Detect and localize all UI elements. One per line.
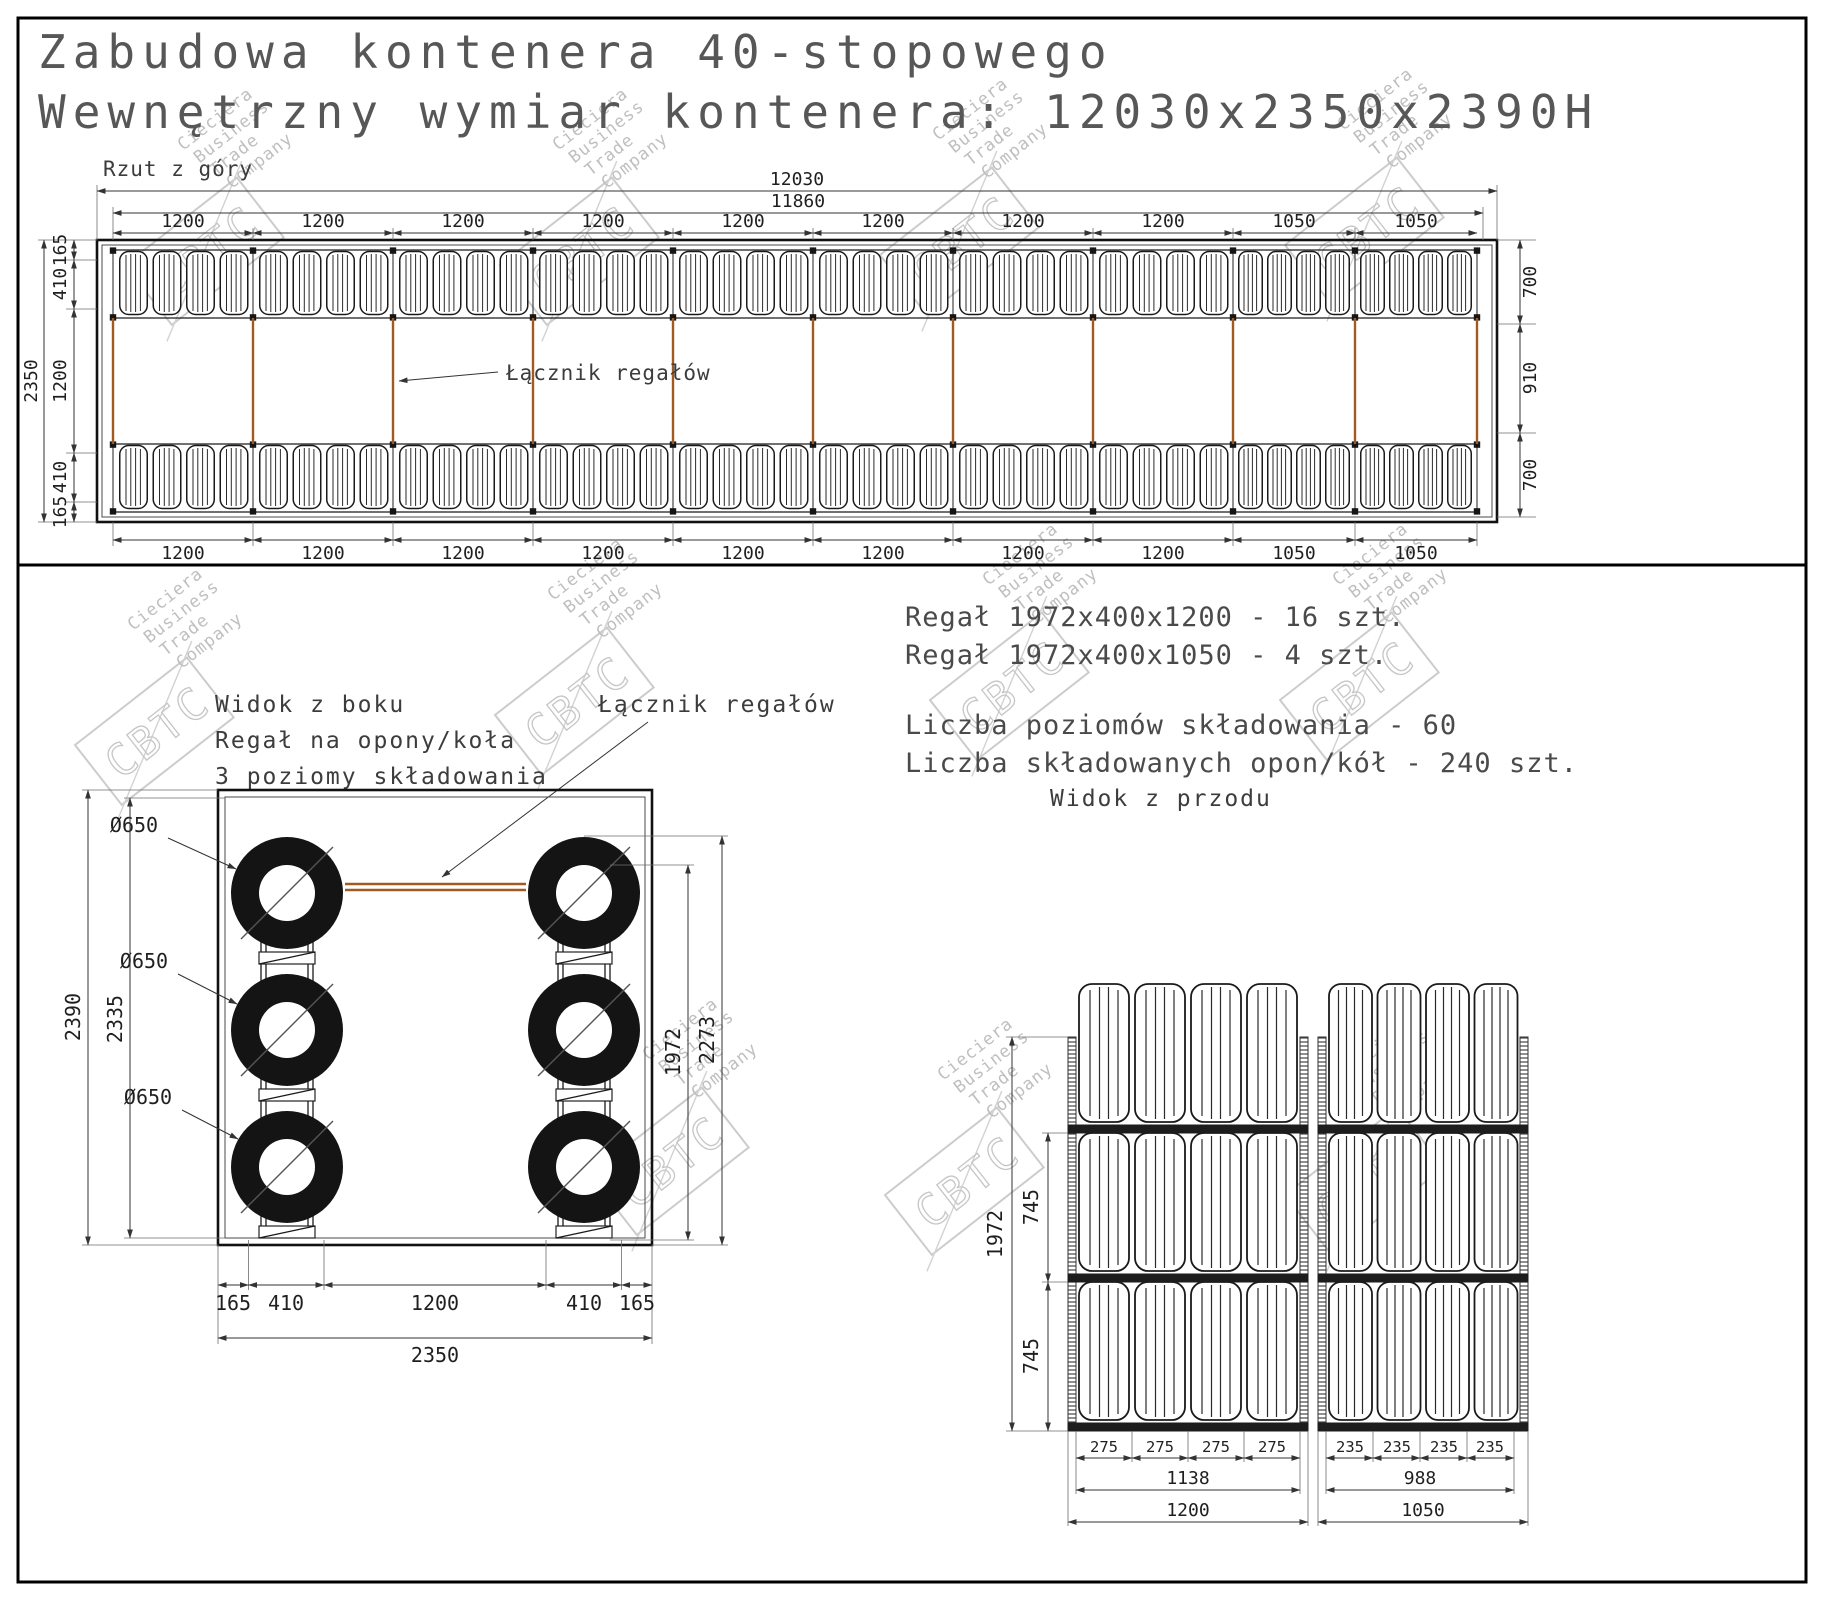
- side-connector-leader: [441, 721, 649, 878]
- rack-connectors: [111, 318, 1479, 444]
- front-view-label: Widok z przodu: [1050, 786, 1272, 812]
- plan-view-label: Rzut z góry: [103, 157, 253, 181]
- dim-cell: 235: [1336, 1438, 1364, 1456]
- dim-bay: 1200: [1001, 211, 1044, 232]
- dim-tire-diameter: Ø650: [110, 813, 158, 837]
- dim-cell: 275: [1146, 1438, 1174, 1456]
- dim-side-bottom: 165: [619, 1291, 655, 1315]
- dim-bay: 1200: [161, 211, 204, 232]
- side-connector-label: Łącznik regałów: [597, 692, 836, 718]
- top-panel: Zabudowa kontenera 40-stopowego Wewnętrz…: [16, 16, 1808, 567]
- dim-total-width: 1200: [1166, 1500, 1209, 1521]
- dim-total-width: 1050: [1401, 1500, 1444, 1521]
- bottom-panel-border: [16, 563, 1808, 1584]
- front-view: 1972 745 745 275 275 275 275 235 235 235…: [983, 983, 1529, 1526]
- dim-bay: 1200: [1001, 543, 1044, 564]
- dim-side-bottom: 1200: [411, 1291, 459, 1315]
- dim-cell: 275: [1258, 1438, 1286, 1456]
- dim-front-rack-height: 1972: [983, 1210, 1007, 1258]
- container-section-outline: [216, 788, 654, 1247]
- dim-level: 745: [1019, 1189, 1043, 1225]
- rack-upright: [1317, 1036, 1327, 1432]
- bottom-panel: Widok z boku Regał na opony/koła 3 pozio…: [16, 563, 1808, 1584]
- dim-side-bottom: 410: [566, 1291, 602, 1315]
- side-view-title: Widok z boku: [215, 692, 405, 718]
- dim-bay: 1200: [441, 211, 484, 232]
- dim-left: 165: [50, 496, 71, 529]
- plan-view: Łącznik regałów: [95, 238, 1499, 524]
- side-view: Ø650 Ø650 Ø650 2390 2335 1972 2273 165 4…: [61, 788, 728, 1367]
- side-tires: [231, 837, 640, 1223]
- dim-left: 410: [50, 461, 71, 494]
- dim-bay: 1200: [581, 211, 624, 232]
- dim-bay: 1050: [1394, 543, 1437, 564]
- rack-upright: [1299, 1036, 1309, 1432]
- dim-bay: 1200: [441, 543, 484, 564]
- dim-bay: 1050: [1394, 211, 1437, 232]
- dim-left: 165: [50, 234, 71, 267]
- dim-container-height: 2390: [61, 993, 85, 1041]
- spec-line: Regał 1972x400x1200 - 16 szt.: [905, 602, 1405, 633]
- specs: Regał 1972x400x1200 - 16 szt. Regał 1972…: [905, 602, 1578, 779]
- dim-bay: 1050: [1272, 543, 1315, 564]
- dim-cell: 275: [1090, 1438, 1118, 1456]
- dim-bay: 1200: [721, 543, 764, 564]
- connector-leader: [398, 371, 499, 384]
- dim-right: 910: [1520, 362, 1541, 395]
- container-inner-outline: [101, 244, 1493, 518]
- dim-right: 700: [1520, 459, 1541, 492]
- container-section-inner: [224, 796, 646, 1239]
- front-tires-right-rack: [1328, 983, 1519, 1422]
- dim-bay: 1200: [1141, 543, 1184, 564]
- dim-bay: 1200: [861, 543, 904, 564]
- dim-cell: 275: [1202, 1438, 1230, 1456]
- dim-cell: 235: [1383, 1438, 1411, 1456]
- dim-bay: 1200: [1141, 211, 1184, 232]
- dim-bay: 1200: [721, 211, 764, 232]
- dim-side-bottom: 410: [268, 1291, 304, 1315]
- dim-side-total: 2350: [411, 1343, 459, 1367]
- spec-line: Liczba składowanych opon/kół - 240 szt.: [905, 748, 1578, 779]
- dim-left: 1200: [50, 359, 71, 402]
- rack-upright: [1519, 1036, 1529, 1432]
- container-outline: [95, 238, 1499, 524]
- dim-left-total: 2350: [21, 359, 42, 402]
- dim-cell: 235: [1476, 1438, 1504, 1456]
- dim-tire-diameter: Ø650: [124, 1085, 172, 1109]
- dim-bay: 1200: [301, 211, 344, 232]
- dim-left: 410: [50, 268, 71, 301]
- dim-tire-diameter: Ø650: [120, 949, 168, 973]
- dim-inner-width: 1138: [1166, 1468, 1209, 1489]
- spec-line: Liczba poziomów składowania - 60: [905, 710, 1457, 741]
- dim-cell: 235: [1430, 1438, 1458, 1456]
- connector-label: Łącznik regałów: [505, 361, 711, 385]
- spec-line: Regał 1972x400x1050 - 4 szt.: [905, 640, 1388, 671]
- dim-rack-run: 11860: [771, 191, 825, 212]
- dim-bay: 1200: [161, 543, 204, 564]
- side-view-line3: 3 poziomy składowania: [215, 764, 548, 790]
- rack-upright: [1067, 1036, 1077, 1432]
- dim-bay: 1200: [581, 543, 624, 564]
- dim-level: 745: [1019, 1338, 1043, 1374]
- dim-bay: 1050: [1272, 211, 1315, 232]
- plan-dimensions: 12030 11860 1200 1200 1200 1200 1200 120…: [21, 169, 1541, 564]
- dim-bay: 1200: [301, 543, 344, 564]
- side-view-line2: Regał na opony/koła: [215, 728, 516, 754]
- dim-inner-width: 988: [1404, 1468, 1437, 1489]
- watermark: [830, 1009, 1106, 1273]
- dim-rack-height: 1972: [661, 1028, 685, 1076]
- dim-container-inner-height: 2335: [103, 995, 127, 1043]
- dim-side-bottom: 165: [215, 1291, 251, 1315]
- dim-right: 700: [1520, 266, 1541, 299]
- drawing-title: Zabudowa kontenera 40-stopowego: [38, 25, 1114, 79]
- dim-bay: 1200: [861, 211, 904, 232]
- dim-total-width: 12030: [770, 169, 824, 190]
- drawing-subtitle: Wewnętrzny wymiar kontenera: 12030x2350x…: [38, 85, 1599, 139]
- dim-stack-height: 2273: [695, 1016, 719, 1064]
- front-tires-left-rack: [1078, 983, 1300, 1422]
